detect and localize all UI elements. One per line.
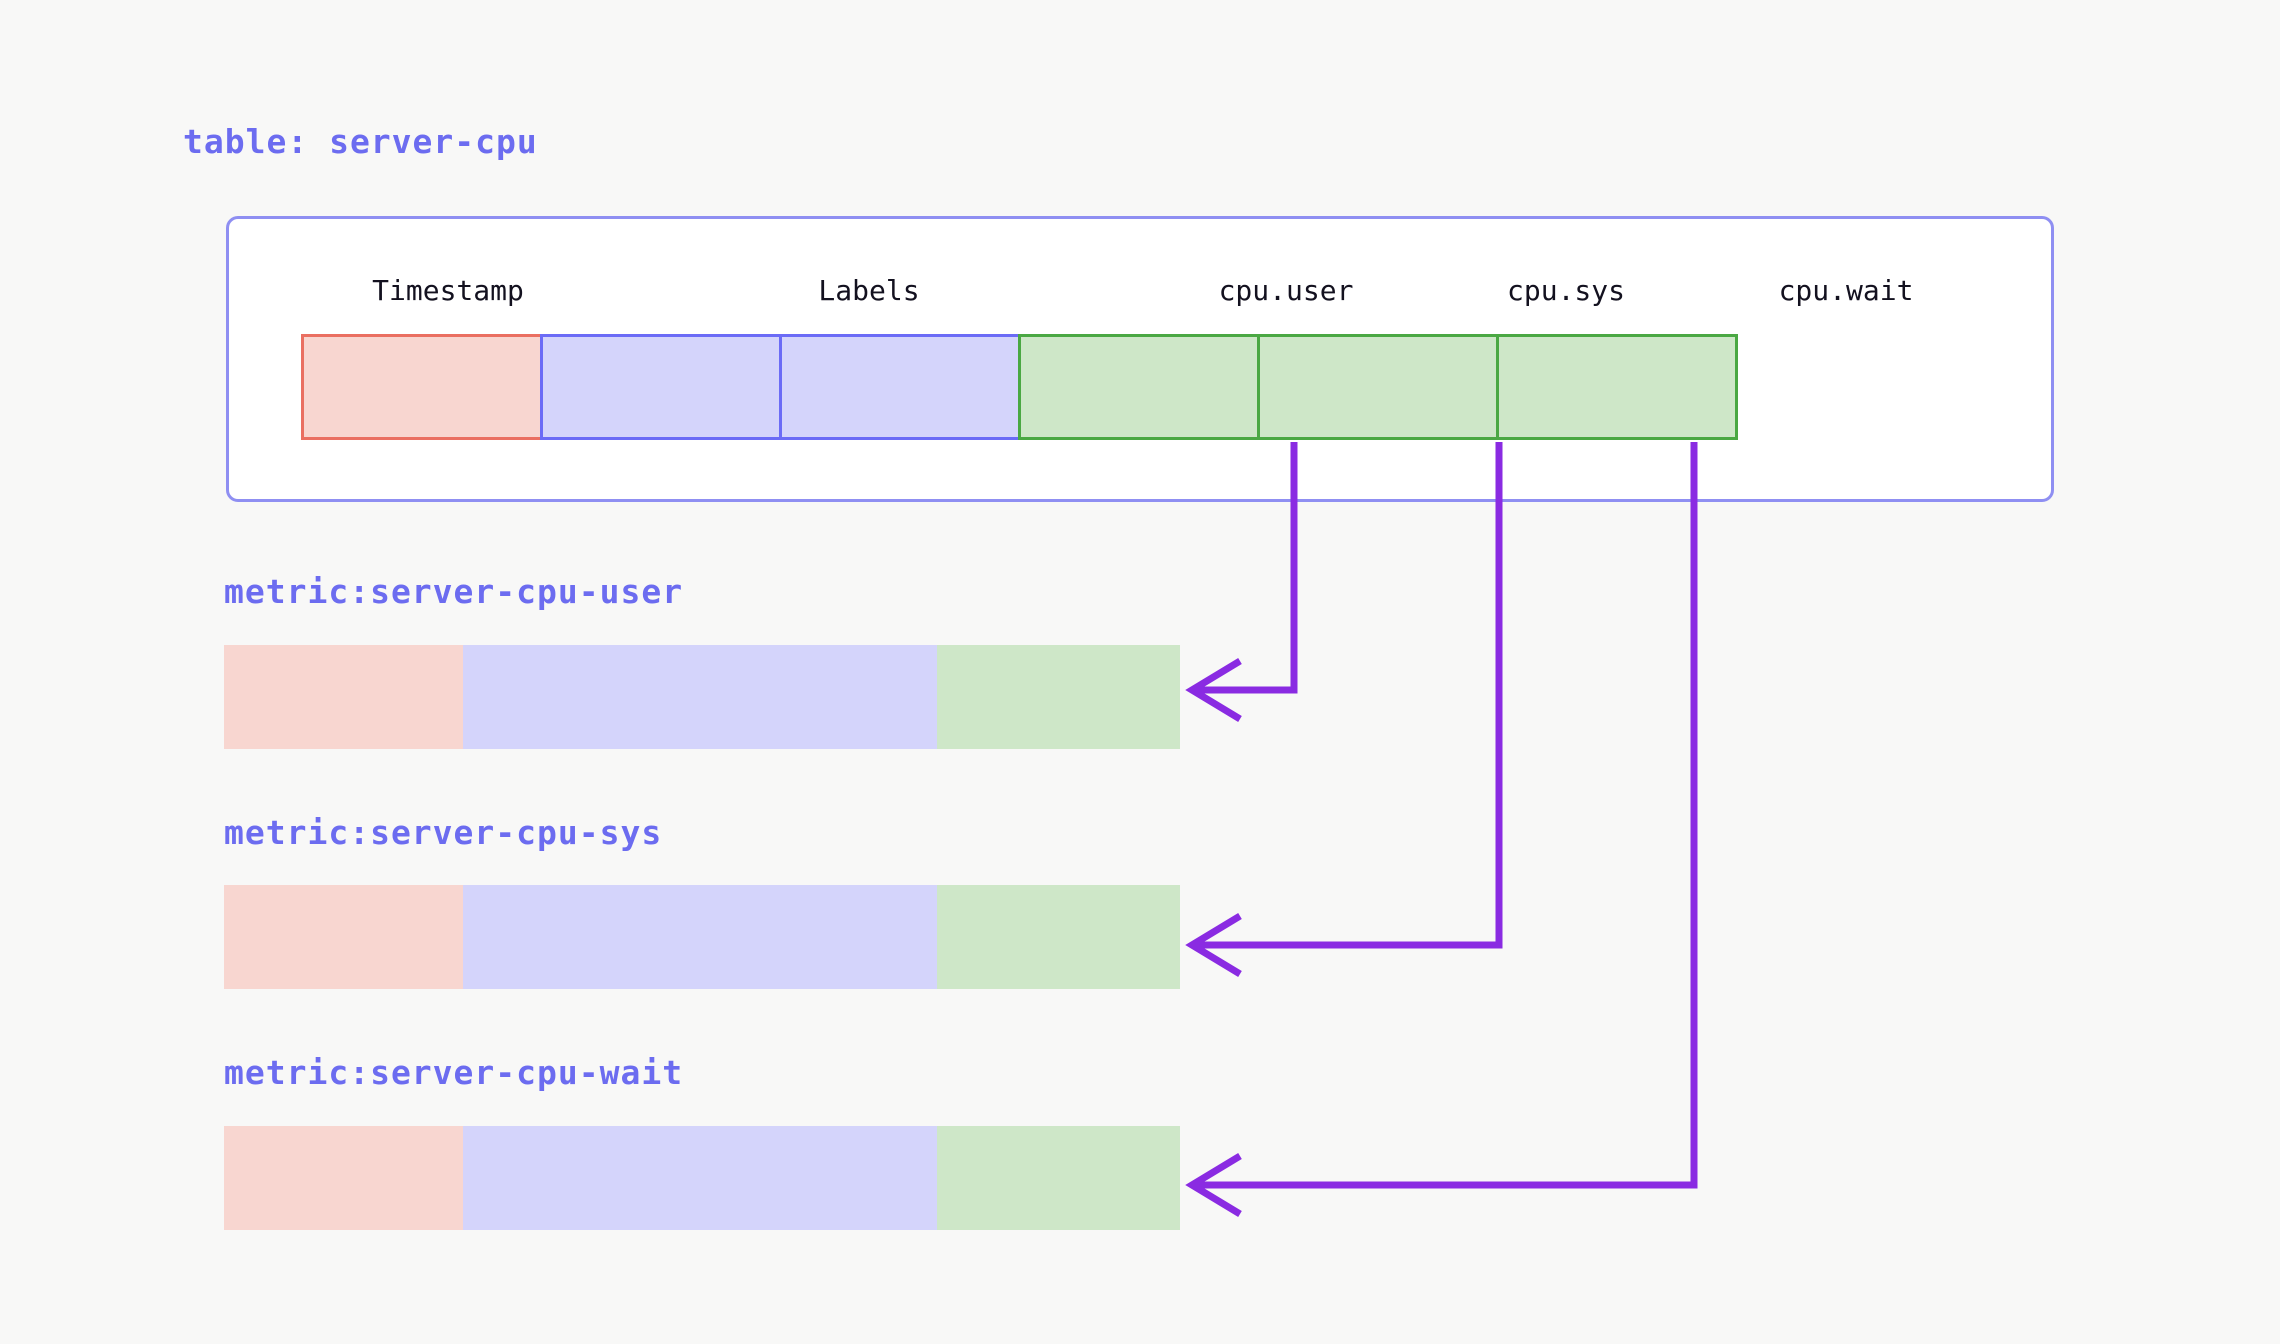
metric-title-1: metric:server-cpu-sys	[224, 813, 663, 852]
metric-cell-labels	[463, 1126, 703, 1230]
metric-cell-labels	[463, 885, 703, 989]
metric-title-2: metric:server-cpu-wait	[224, 1053, 684, 1092]
connector-2	[1185, 442, 1698, 1217]
column-header-timestamp: Timestamp	[372, 274, 524, 307]
column-header-labels: Labels	[818, 274, 920, 307]
arrowhead-2	[1185, 1153, 1242, 1217]
metric-row-1	[224, 885, 1180, 989]
metric-cell-timestamp	[224, 885, 466, 989]
table-cell-labels	[540, 334, 782, 440]
table-cell-timestamp	[301, 334, 543, 440]
metric-cell-value	[937, 885, 1180, 989]
metric-row-0	[224, 645, 1180, 749]
metric-cell-labels	[700, 1126, 940, 1230]
metric-cell-labels	[700, 645, 940, 749]
metric-cell-labels	[700, 885, 940, 989]
table-cell-labels	[779, 334, 1021, 440]
arrowhead-0	[1185, 658, 1242, 722]
column-header-row: Timestamp Labels cpu.user cpu.sys cpu.wait	[229, 219, 2051, 499]
arrowhead-1	[1185, 913, 1242, 977]
metric-row-2	[224, 1126, 1180, 1230]
column-header-cpu-sys: cpu.sys	[1506, 274, 1626, 307]
table-row	[301, 334, 1738, 440]
connector-1	[1185, 442, 1503, 977]
metric-cell-timestamp	[224, 645, 466, 749]
metric-cell-value	[937, 1126, 1180, 1230]
metric-cell-labels	[463, 645, 703, 749]
table-cell-value	[1018, 334, 1260, 440]
table-cell-value	[1496, 334, 1738, 440]
table-title: table: server-cpu	[183, 122, 538, 161]
column-header-cpu-user: cpu.user	[1218, 274, 1354, 307]
metric-title-0: metric:server-cpu-user	[224, 572, 684, 611]
metric-cell-value	[937, 645, 1180, 749]
column-header-cpu-wait: cpu.wait	[1778, 274, 1914, 307]
table-cell-value	[1257, 334, 1499, 440]
metric-cell-timestamp	[224, 1126, 466, 1230]
